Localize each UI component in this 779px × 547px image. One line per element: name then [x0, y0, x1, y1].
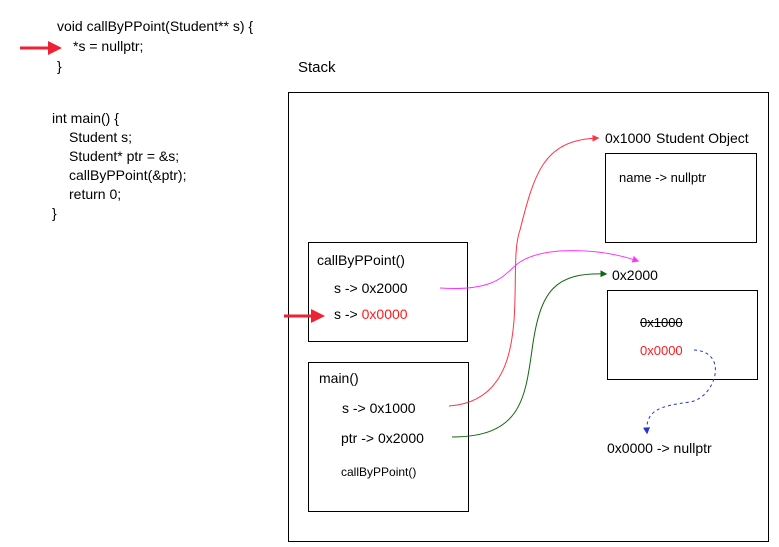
- execution-arrow-top: [20, 41, 62, 55]
- call-frame-title: callByPPoint(): [317, 252, 405, 268]
- main-line-6: }: [52, 205, 57, 221]
- ptr-slot-address: 0x2000: [612, 267, 658, 283]
- call-frame-s-old: s -> 0x2000: [334, 280, 408, 296]
- main-line-1: int main() {: [52, 110, 119, 126]
- call-frame-s-new: s -> 0x0000: [334, 307, 408, 321]
- main-line-4: callByPPoint(&ptr);: [69, 167, 187, 183]
- main-frame-s: s -> 0x1000: [342, 400, 416, 416]
- main-frame-title: main(): [319, 370, 359, 386]
- result-label: 0x0000 -> nullptr: [607, 440, 712, 456]
- student-object-address: 0x1000: [605, 130, 651, 146]
- main-frame-ptr: ptr -> 0x2000: [341, 430, 424, 446]
- main-frame-call: callByPPoint(): [341, 465, 417, 479]
- main-line-5: return 0;: [69, 186, 122, 202]
- call-frame-s-prefix: s ->: [334, 306, 362, 322]
- student-name-field: name -> nullptr: [619, 170, 707, 185]
- ptr-slot-new-value: 0x0000: [640, 343, 683, 358]
- stack-title: Stack: [298, 59, 336, 76]
- call-frame-s-null-value: 0x0000: [361, 306, 408, 322]
- func-body-line: *s = nullptr;: [73, 38, 144, 54]
- main-line-3: Student* ptr = &s;: [69, 148, 180, 164]
- ptr-slot-box: [607, 290, 758, 380]
- student-object-box: [605, 153, 757, 243]
- student-object-title: Student Object: [656, 130, 749, 146]
- func-close-brace: }: [57, 58, 62, 74]
- func-signature: void callByPPoint(Student** s) {: [57, 18, 254, 34]
- main-line-2: Student s;: [69, 129, 133, 145]
- ptr-slot-old-value: 0x1000: [640, 315, 683, 330]
